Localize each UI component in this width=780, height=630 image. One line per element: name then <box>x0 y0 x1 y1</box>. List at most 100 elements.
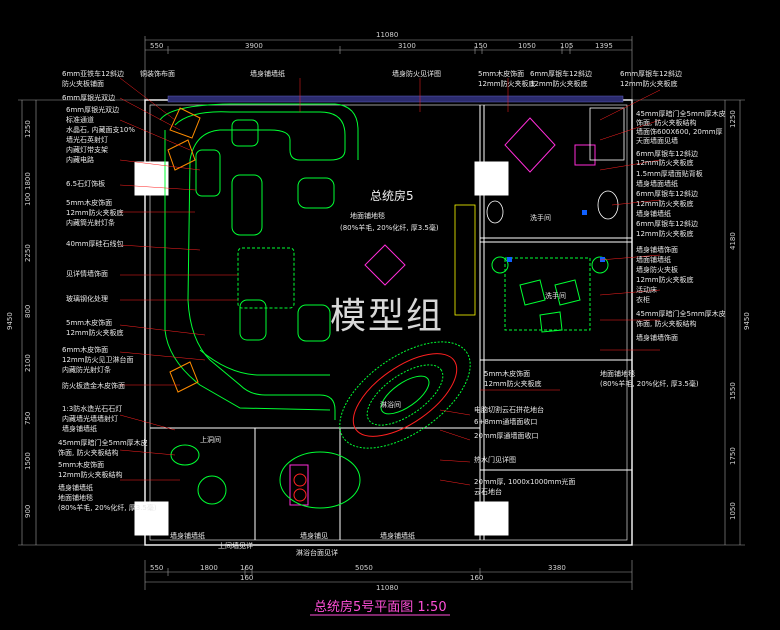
right-note-2: 墙面饰600X600, 20mm厚 <box>636 127 723 136</box>
right-notes: 45mm厚暗门全5mm厚木皮 饰面, 防火夹板结构 墙面饰600X600, 20… <box>600 109 726 388</box>
left-seg-1: 1800 <box>24 172 32 190</box>
top-note-1: 防火夹板铺面 <box>62 79 104 88</box>
closet-marker-top <box>504 117 556 173</box>
closet-marker-right <box>574 144 596 166</box>
right-note-3: 天面墙面见墙 <box>636 136 678 145</box>
center-note-1: 12mm防火夹板底 <box>484 379 542 388</box>
left-seg-6: 750 <box>24 412 32 425</box>
top-dimension-lines <box>144 36 633 100</box>
right-note-20: 饰面, 防火夹板结构 <box>636 319 696 328</box>
left-note-21: 墙身铺墙纸 <box>62 424 97 433</box>
right-note-21: 墙身铺墙饰面 <box>636 333 678 342</box>
top-seg-6: 1395 <box>595 42 613 50</box>
bed <box>504 257 591 331</box>
coffee-table <box>237 247 295 309</box>
left-note-6: 6.5石灯饰板 <box>66 179 105 188</box>
closet-marker-bath <box>289 464 309 506</box>
top-seg-3: 150 <box>474 42 487 50</box>
bottom-seg-2: 160 <box>240 564 253 572</box>
bottom-inner-0: 160 <box>240 574 253 582</box>
bottom-seg-1: 1800 <box>200 564 218 572</box>
left-notes: 6mm厚银光双边 标准通道 水晶石, 内藏面支10% 墙光石英射灯 内藏灯带支架… <box>58 105 157 512</box>
right-note-23: (80%羊毛, 20%化纤, 厚3.5毫) <box>600 379 699 388</box>
left-note-28: (80%羊毛, 20%化纤, 厚3.5毫) <box>58 503 157 512</box>
left-note-23: 饰面, 防火夹板结构 <box>58 448 118 457</box>
left-note-20: 内藏墙光墙墙射灯 <box>62 414 118 423</box>
top-note-9: 12mm防火夹板底 <box>530 79 588 88</box>
bath-fixtures <box>454 107 625 316</box>
left-dimension-lines <box>18 99 145 546</box>
right-seg-0: 1250 <box>729 110 737 128</box>
bottom-seg-3: 5050 <box>355 564 373 572</box>
room-floor-spec: (80%羊毛, 20%化纤, 厚3.5毫) <box>340 223 439 232</box>
left-note-1: 标准通道 <box>66 115 94 124</box>
left-note-5: 内藏电路 <box>66 155 94 164</box>
top-seg-0: 550 <box>150 42 163 50</box>
left-note-18: 防火板造金木皮饰面 <box>62 381 125 390</box>
bedroom-area <box>491 256 609 333</box>
room-label-lounge: 洗手间 <box>545 291 566 300</box>
sofa-group <box>159 103 359 420</box>
top-note-5: 墙身防火见详图 <box>392 69 441 78</box>
interior-partitions <box>150 105 632 540</box>
left-note-25: 12mm防火夹板结构 <box>58 470 123 479</box>
right-note-6: 1.5mm厚墙面贴背板 <box>636 169 703 178</box>
left-seg-5: 2100 <box>24 354 32 372</box>
bottom-seg-4: 3380 <box>548 564 566 572</box>
left-seg-0: 1250 <box>24 120 32 138</box>
left-segment-dimensions: 1250 1800 100 2250 800 2100 750 1500 900 <box>24 120 32 518</box>
right-seg-2: 1550 <box>729 382 737 400</box>
center-note-4: 20mm厚通墙面收口 <box>474 431 539 440</box>
right-seg-1: 4180 <box>729 232 737 250</box>
right-note-11: 6mm厚银车12斜边 <box>636 219 698 228</box>
left-note-8: 12mm防火夹板底 <box>66 208 124 217</box>
right-note-9: 12mm防火夹板底 <box>636 199 694 208</box>
top-seg-1: 3900 <box>245 42 263 50</box>
sofa-cushion-6 <box>231 119 259 147</box>
center-note-0: 5mm木皮饰面 <box>484 369 530 378</box>
bottom-bathroom-fixtures <box>170 444 361 509</box>
center-note-6: 20mm厚, 1000x1000mm光面 <box>474 477 575 486</box>
sofa-cushion-3 <box>297 177 335 209</box>
top-notes: 6mm亚铁车12斜边 防火夹板铺面 6mm厚银光双边 铜装饰布面 墙身铺墙纸 墙… <box>62 69 682 102</box>
watermark: 模型组 <box>330 296 444 337</box>
bottom-note-0: 墙身铺墙纸 <box>170 531 205 540</box>
bottom-segment-dimensions: 550 1800 160 5050 3380 160 160 <box>150 564 566 582</box>
top-note-11: 12mm防火夹板底 <box>620 79 678 88</box>
left-note-4: 内藏灯带支架 <box>66 145 108 154</box>
bottom-total-dimension: 11080 <box>376 584 398 592</box>
right-note-0: 45mm厚暗门全5mm厚木皮 <box>636 109 726 118</box>
sofa-cushion-4 <box>239 299 267 341</box>
right-note-15: 墙身防火夹板 <box>636 265 678 274</box>
bedside-table-left <box>491 256 509 274</box>
center-note-2: 电脑切割云石拼花地台 <box>474 405 544 414</box>
toilet-left <box>486 200 504 224</box>
jacuzzi-inner <box>293 473 307 487</box>
top-note-4: 墙身铺墙纸 <box>250 69 285 78</box>
top-note-7: 12mm防火夹板底 <box>478 79 536 88</box>
top-note-3: 铜装饰布面 <box>140 69 175 78</box>
left-note-15: 6mm木皮饰面 <box>62 345 108 354</box>
column-bottom-left <box>134 501 169 536</box>
center-note-7: 云石地台 <box>474 487 502 496</box>
bottom-note-1: 上间墙见详 <box>218 541 253 550</box>
bath-basin <box>170 444 200 466</box>
bottom-dimension-lines <box>144 560 633 590</box>
right-note-18: 衣柜 <box>636 295 650 304</box>
top-note-2: 6mm厚银光双边 <box>62 93 115 102</box>
right-note-1: 饰面, 防火夹板结构 <box>636 118 696 127</box>
left-note-24: 5mm木皮饰面 <box>58 460 104 469</box>
jacuzzi <box>279 451 361 509</box>
jacuzzi-inner-2 <box>293 488 307 502</box>
right-seg-4: 1050 <box>729 502 737 520</box>
bathtub <box>589 107 625 161</box>
sofa-cushion-5 <box>297 304 331 342</box>
right-note-19: 45mm厚暗门全5mm厚木皮 <box>636 309 726 318</box>
right-note-4: 6mm厚银车12斜边 <box>636 149 698 158</box>
room-label-bath: 淋浴间 <box>380 400 401 409</box>
right-dimension-lines <box>632 99 745 546</box>
right-note-10: 墙身铺墙纸 <box>636 209 671 218</box>
right-note-12: 12mm防火夹板底 <box>636 229 694 238</box>
bottom-note-3: 墙身铺墙纸 <box>380 531 415 540</box>
blue-fixture-markers <box>507 210 605 262</box>
